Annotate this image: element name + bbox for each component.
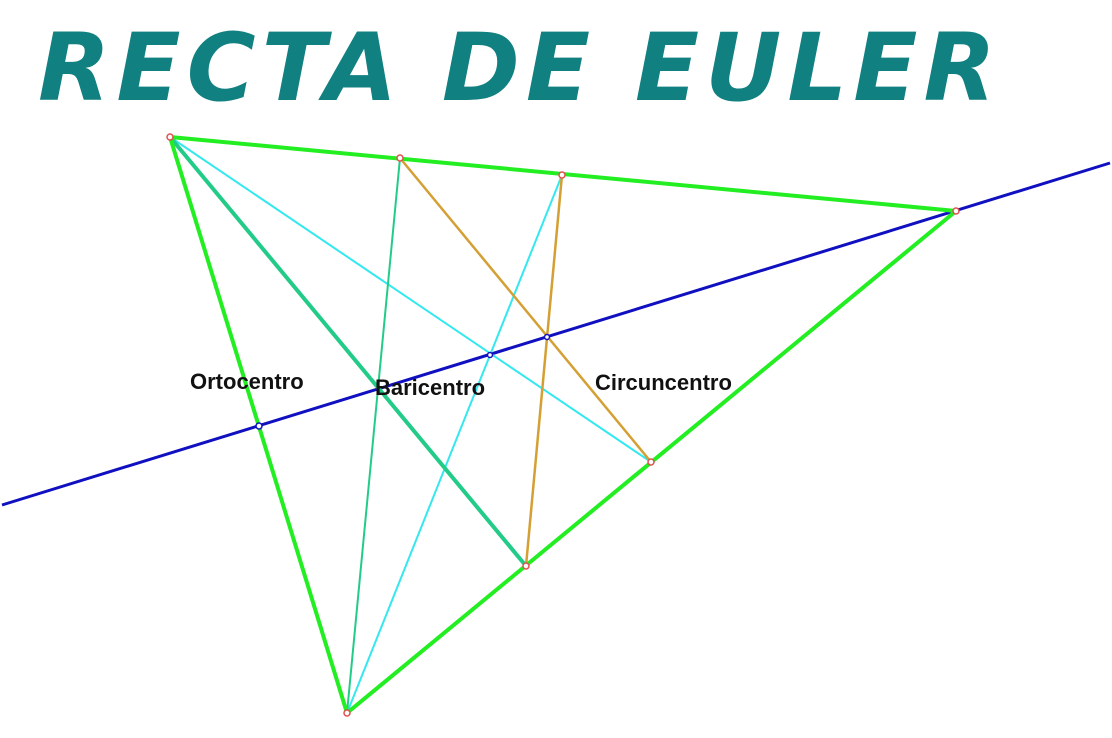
foot-point-2	[522, 562, 530, 570]
points	[166, 133, 960, 717]
orthocenter-point	[255, 422, 263, 430]
circumcenter-point	[543, 333, 551, 341]
altitude-from-c	[346, 157, 401, 714]
medians	[169, 136, 652, 714]
bisector-1	[399, 157, 652, 463]
midpoint-ab	[558, 171, 566, 179]
triangle	[168, 135, 958, 715]
median-from-a	[169, 136, 652, 463]
diagram-title: RECTA DE EULER	[38, 14, 1002, 123]
orthocenter-label: Ortocentro	[190, 369, 304, 394]
circumcenter-label: Circuncentro	[595, 370, 732, 395]
bisector-2	[524, 174, 564, 567]
midpoint-bc	[647, 458, 655, 466]
vertex-a-point	[166, 133, 174, 141]
altitudes	[168, 135, 528, 714]
centroid-point	[486, 351, 494, 359]
vertex-b-point	[952, 207, 960, 215]
center-points	[255, 333, 551, 430]
vertex-c-point	[343, 709, 351, 717]
foot-point-1	[396, 154, 404, 162]
perpendicular-bisectors	[399, 157, 652, 567]
euler-line	[1, 161, 1111, 507]
altitude-from-a	[168, 135, 528, 568]
median-from-c	[346, 174, 563, 714]
centroid-label: Baricentro	[375, 375, 485, 400]
